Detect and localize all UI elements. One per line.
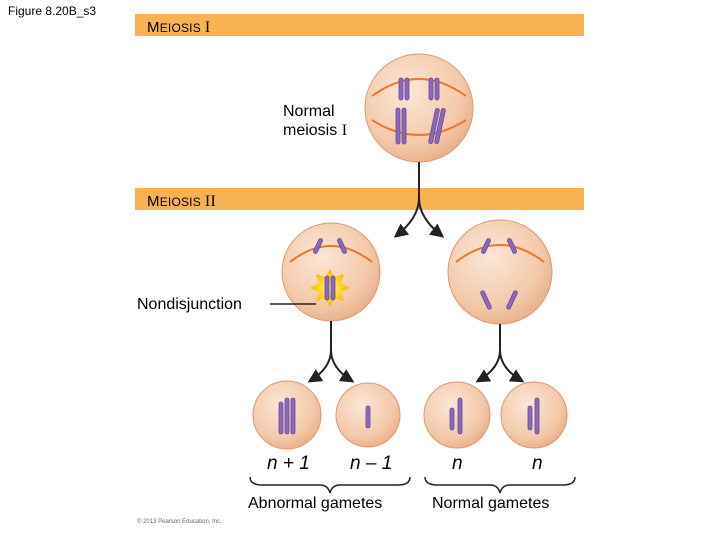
gamete-label-n-minus-1: n – 1 [350, 453, 393, 474]
left-daughter-cell [281, 222, 381, 322]
normal-gametes-label: Normal gametes [432, 495, 550, 512]
meiosis-ii-title-initial: M [147, 193, 160, 210]
gamete-n-minus-1 [335, 382, 401, 448]
figure-id: Figure 8.20B_s3 [8, 4, 97, 18]
meiosis-i-title-roman: I [204, 19, 211, 36]
normal-meiosis-label: Normal meiosis I [283, 102, 347, 140]
gamete-n-plus-1 [252, 380, 322, 450]
meiosis-ii-title-roman: II [204, 193, 216, 210]
abnormal-gametes-brace [249, 476, 411, 494]
abnormal-gametes-label: Abnormal gametes [248, 495, 383, 512]
normal-meiosis-label-line2: meiosis I [283, 121, 347, 140]
meiosis-ii-title-rest: EIOSIS [159, 195, 201, 209]
meiosis-i-title-rest: EIOSIS [159, 21, 201, 35]
normal-gametes-brace [424, 476, 576, 494]
gamete-label-n-right: n [532, 453, 543, 474]
right-daughter-chromosomes [480, 238, 518, 310]
normal-meiosis-label-text: meiosis [283, 122, 338, 139]
nondisjunction-label: Nondisjunction [137, 296, 242, 313]
left-daughter-chromosomes [313, 238, 347, 301]
meiosis-ii-arrows [307, 321, 525, 383]
gamete-n-left [423, 381, 491, 449]
copyright-notice: © 2013 Pearson Education, Inc. [137, 519, 222, 525]
gamete-n-right [500, 381, 568, 449]
normal-meiosis-label-roman: I [341, 122, 348, 139]
parent-chromosomes [395, 77, 446, 145]
meiosis-i-title-initial: M [147, 19, 160, 36]
normal-meiosis-label-line1: Normal [283, 103, 335, 120]
parent-cell [364, 53, 474, 163]
gamete-label-n-left: n [452, 453, 463, 474]
meiosis-i-arrows [393, 162, 445, 238]
gamete-label-n-plus-1: n + 1 [267, 453, 310, 474]
right-daughter-cell [447, 219, 553, 325]
nondisjunction-flash [310, 269, 350, 307]
